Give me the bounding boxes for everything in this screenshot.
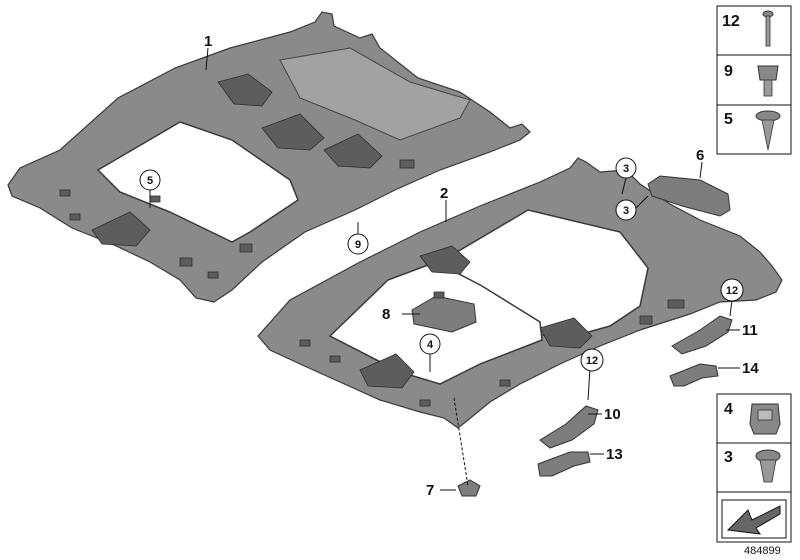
callout-7: 7 [426, 482, 434, 499]
callout-3a: 3 [623, 163, 629, 175]
callout-5: 5 [147, 175, 153, 187]
part-10-bracket [539, 405, 599, 449]
callout-3b-circle [615, 199, 637, 221]
callout-14: 14 [742, 360, 759, 377]
part-8-lamp [411, 291, 477, 333]
legend-top: 12 9 5 [716, 5, 792, 155]
part-11-bracket [671, 315, 733, 355]
leader-lines [149, 47, 740, 491]
callout-3b: 3 [623, 205, 629, 217]
legend-12: 12 [722, 13, 740, 30]
legend-bottom: 4 3 [716, 393, 792, 543]
callout-6: 6 [696, 147, 704, 164]
callout-13: 13 [606, 446, 623, 463]
callout-9: 9 [355, 239, 361, 251]
callout-8: 8 [382, 306, 390, 323]
callout-2: 2 [440, 185, 448, 202]
callout-11: 11 [742, 322, 758, 339]
callout-4-circle [419, 333, 441, 355]
callout-12b: 12 [586, 355, 598, 367]
clip-nut-icon [757, 65, 779, 97]
callout-12a-circle [720, 278, 744, 302]
callout-3a-circle [615, 157, 637, 179]
screw-icon [755, 110, 781, 151]
push-pin-icon [762, 10, 774, 47]
clamp-clip-icon [749, 403, 781, 435]
legend-9: 9 [724, 63, 733, 80]
callout-10: 10 [604, 406, 621, 423]
part-7-clip [457, 479, 481, 497]
document-number: 484899 [744, 545, 781, 557]
legend-5: 5 [724, 111, 733, 128]
part-6-trim [647, 175, 731, 217]
callout-12a: 12 [726, 285, 738, 297]
part-13-handle [537, 451, 591, 477]
legend-3: 3 [724, 449, 733, 466]
callout-1: 1 [204, 33, 212, 50]
expansion-rivet-icon [755, 449, 781, 483]
legend-4: 4 [724, 401, 733, 418]
part-14-handle [669, 363, 719, 387]
callout-12b-circle [580, 348, 604, 372]
arrow-icon [721, 499, 787, 539]
callout-9-circle [347, 233, 369, 255]
callout-4: 4 [427, 339, 434, 351]
headliner-1 [7, 11, 531, 303]
callout-5-circle [139, 169, 161, 191]
